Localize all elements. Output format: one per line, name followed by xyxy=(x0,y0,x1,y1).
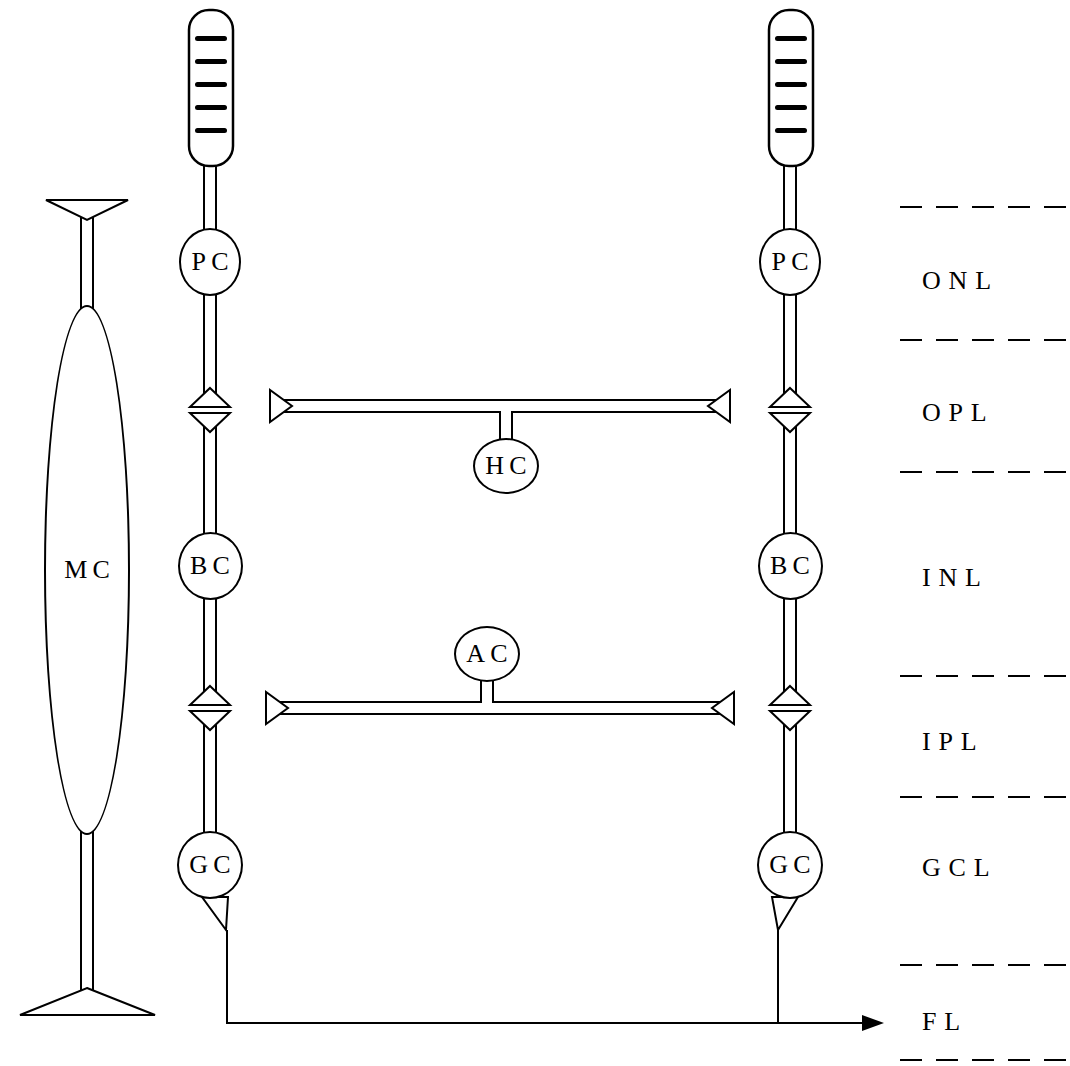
ganglion-axon xyxy=(202,897,884,1031)
cell-body: PC xyxy=(179,228,241,296)
layer-boundary xyxy=(900,207,1070,1060)
neurite-connector xyxy=(270,406,506,442)
cell-body: GC xyxy=(757,831,823,899)
layer-label: IPL xyxy=(922,729,984,755)
cell-body: AC xyxy=(454,626,520,682)
outer-segment xyxy=(189,10,813,166)
photoreceptor-stem xyxy=(210,164,790,236)
cell-label: AC xyxy=(461,641,513,667)
synapse-terminal xyxy=(190,388,810,730)
layer-label: OPL xyxy=(922,400,995,426)
layer-label: ONL xyxy=(922,268,999,294)
cell-label: MC xyxy=(59,557,115,583)
cell-body: BC xyxy=(758,532,823,600)
cell-body: BC xyxy=(178,532,243,600)
layer-label: INL xyxy=(922,565,989,591)
cell-label: HC xyxy=(480,453,532,479)
muller-process xyxy=(20,200,155,1015)
neurite-core xyxy=(506,406,730,442)
cell-body: GC xyxy=(177,831,243,899)
neurite-core xyxy=(268,678,487,708)
neurite-core xyxy=(487,678,732,708)
cell-label: BC xyxy=(765,553,815,579)
layer-label: FL xyxy=(922,1009,968,1035)
neurite-connector xyxy=(506,406,730,442)
cell-body: PC xyxy=(759,228,821,296)
cell-label: BC xyxy=(185,553,235,579)
synaptic-cleft xyxy=(180,407,820,711)
neurite-connector xyxy=(487,678,732,708)
layer-label: GCL xyxy=(922,855,997,881)
cell-body: HC xyxy=(473,438,539,494)
cell-body: MC xyxy=(44,305,130,835)
neurite-core xyxy=(270,406,506,442)
cell-label: GC xyxy=(184,852,236,878)
cell-label: PC xyxy=(766,249,813,275)
cell-label: GC xyxy=(764,852,816,878)
cell-label: PC xyxy=(186,249,233,275)
neurite-connector xyxy=(268,678,487,708)
